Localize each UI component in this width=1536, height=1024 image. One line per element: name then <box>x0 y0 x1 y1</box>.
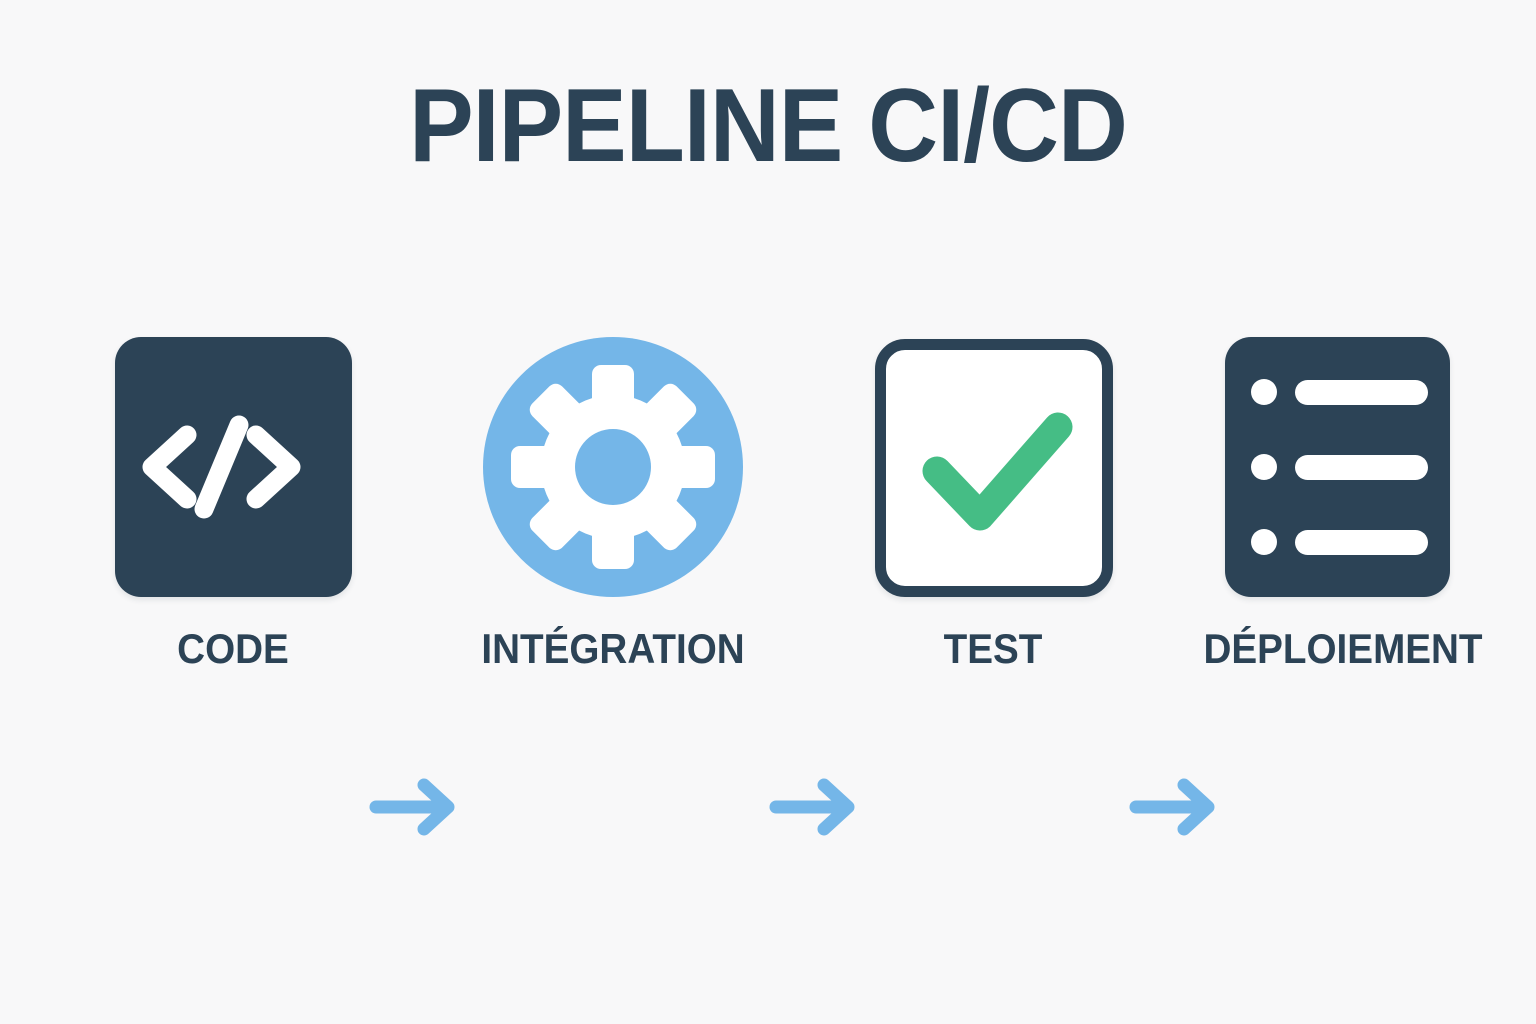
pipeline-stage-code[interactable]: CODE <box>103 337 363 697</box>
list-line-icon <box>1295 454 1428 480</box>
gear-icon <box>511 365 715 569</box>
pipeline-stage-integration[interactable]: INTÉGRATION <box>481 337 745 697</box>
stage-icon-container <box>863 337 1123 597</box>
pipeline-flow: CODE <box>0 337 1536 836</box>
list-bullet-icon <box>1251 529 1277 555</box>
list-line-icon <box>1295 529 1428 555</box>
list-line-icon <box>1295 379 1428 405</box>
page-title: PIPELINE CI/CD <box>409 68 1128 184</box>
stage-label-code: CODE <box>177 625 289 672</box>
stage-icon-container <box>483 337 743 597</box>
list-item <box>1251 454 1428 480</box>
list-bullet-icon <box>1251 454 1277 480</box>
pipeline-stage-test[interactable]: TEST <box>863 337 1123 697</box>
stage-icon-container <box>1213 337 1473 597</box>
stage-label-integration: INTÉGRATION <box>481 625 745 672</box>
list-item <box>1251 379 1428 405</box>
stage-icon-container <box>103 337 363 597</box>
test-icon-background <box>875 339 1113 597</box>
stage-label-test: TEST <box>943 625 1043 672</box>
list-item <box>1251 529 1428 555</box>
deploy-icon-background <box>1225 337 1450 597</box>
list-bullet-icon <box>1251 379 1277 405</box>
code-brackets-icon <box>142 415 301 519</box>
checkmark-icon <box>922 412 1073 531</box>
arrow-right-icon <box>1129 778 1215 836</box>
stage-label-deploy: DÉPLOIEMENT <box>1203 625 1483 672</box>
pipeline-stage-deploy[interactable]: DÉPLOIEMENT <box>1203 337 1483 697</box>
arrow-right-icon <box>369 778 455 836</box>
arrow-right-icon <box>769 778 855 836</box>
